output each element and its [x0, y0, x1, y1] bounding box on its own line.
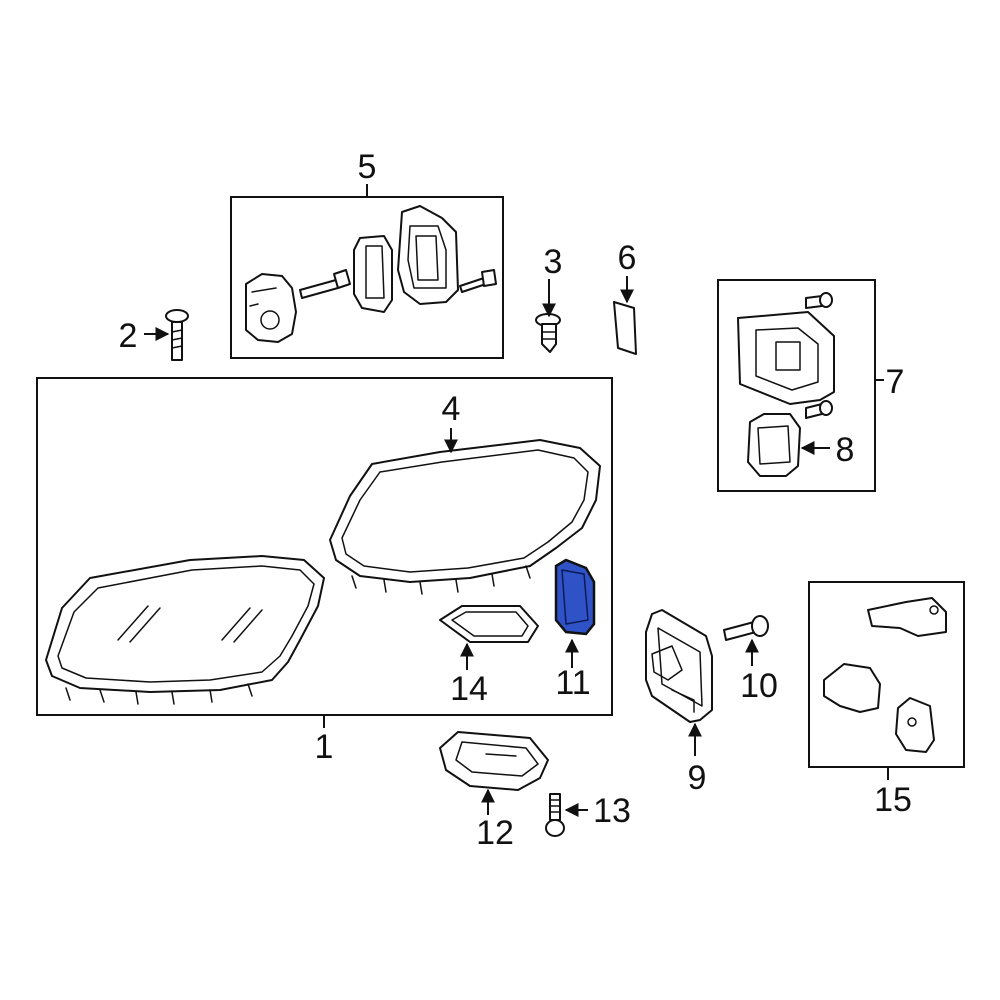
ballast-module-icon[interactable]	[737, 292, 835, 419]
callout-13: 13	[593, 792, 631, 830]
callout-7: 7	[886, 363, 905, 401]
cover-gasket-11-icon[interactable]	[554, 558, 596, 636]
module-housing-icon[interactable]	[397, 205, 459, 305]
callout-2: 2	[119, 317, 138, 355]
group-box-1	[36, 377, 613, 716]
callout-8: 8	[836, 431, 855, 469]
bracket-15-icon[interactable]	[823, 597, 947, 753]
headlamp-lens-icon[interactable]	[45, 555, 325, 705]
callout-12: 12	[476, 814, 514, 852]
callout-15: 15	[874, 781, 912, 819]
screw-3-icon[interactable]	[535, 313, 561, 353]
callout-5: 5	[358, 148, 377, 186]
bolt-10-icon[interactable]	[723, 615, 769, 641]
group-box-7	[717, 279, 876, 492]
callout-1: 1	[315, 728, 334, 766]
gasket-14-icon[interactable]	[439, 605, 539, 643]
adjuster-bolt-icon[interactable]	[299, 269, 351, 299]
callout-6: 6	[618, 239, 637, 277]
bolt-2-icon[interactable]	[165, 309, 189, 361]
callout-9: 9	[688, 759, 707, 797]
bulb-socket-icon[interactable]	[245, 273, 297, 343]
gasket-8-icon[interactable]	[747, 413, 801, 477]
group-box-5	[230, 196, 504, 359]
housing-bolt-icon[interactable]	[459, 269, 497, 293]
bolt-13-icon[interactable]	[545, 793, 565, 837]
callout-11: 11	[555, 664, 590, 702]
socket-gasket-icon[interactable]	[353, 235, 393, 313]
led-module-12-icon[interactable]	[439, 731, 549, 791]
label-6-icon[interactable]	[613, 301, 637, 355]
callout-14: 14	[450, 670, 488, 708]
callout-4: 4	[442, 390, 461, 428]
headlamp-housing-icon[interactable]	[329, 439, 601, 595]
callout-10: 10	[740, 667, 778, 705]
group-box-15	[808, 581, 965, 768]
callout-3: 3	[544, 243, 563, 281]
control-module-9-icon[interactable]	[645, 609, 713, 723]
